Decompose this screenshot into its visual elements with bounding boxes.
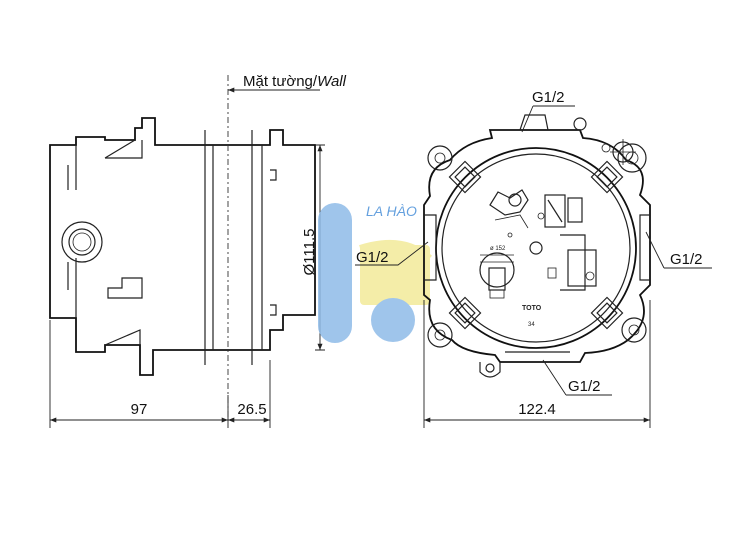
front-view: ø 152 TOTO 34 G1/2 G1/2 G1/2 G1/2 122.4	[355, 89, 712, 428]
port-right-label: G1/2	[670, 251, 703, 268]
watermark-text: LA HÀO	[366, 203, 417, 219]
watermark-logo: LA HÀO	[318, 203, 433, 343]
port-top-label: G1/2	[532, 89, 565, 106]
wall-label: Mặt tường/Wall	[243, 73, 347, 90]
dim-26-5-label: 26.5	[237, 401, 266, 418]
valve-mechanism: ø 152 TOTO 34	[479, 189, 597, 328]
port-bottom-label: G1/2	[568, 378, 601, 395]
side-view: Mặt tường/Wall Ø111.5 97 26.5	[49, 73, 347, 428]
dim-122-4-label: 122.4	[518, 401, 556, 418]
svg-text:ø 152: ø 152	[490, 246, 506, 252]
svg-text:34: 34	[528, 322, 535, 328]
dim-diameter-label: Ø111.5	[301, 229, 318, 276]
brand-logo: TOTO	[522, 305, 542, 312]
port-left-label: G1/2	[356, 249, 389, 266]
dim-97-label: 97	[131, 401, 148, 418]
